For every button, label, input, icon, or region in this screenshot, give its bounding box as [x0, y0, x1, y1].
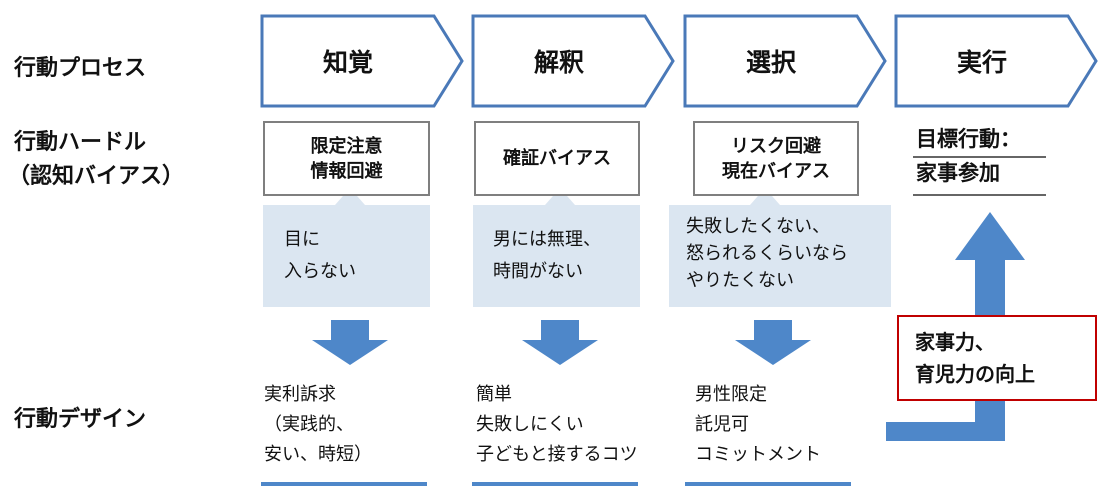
down-arrow-choice — [735, 320, 811, 365]
row-label-design: 行動デザイン — [14, 407, 147, 432]
design-line: 男性限定 — [695, 384, 767, 405]
barrier-line: 男には無理、 — [493, 229, 601, 250]
design-line: コミットメント — [695, 444, 821, 465]
barrier-line: 入らない — [284, 261, 356, 282]
goal-line: 目標行動： — [916, 127, 1021, 151]
chevron-interpretation — [471, 14, 675, 108]
design-line: 託児可 — [695, 414, 749, 435]
barrier-line: 目に — [284, 229, 320, 250]
design-text-interpretation: 簡単 失敗しにくい 子どもと接するコツ — [476, 380, 638, 470]
design-line: 実利訴求 — [264, 384, 336, 405]
design-line: 安い、時短） — [264, 444, 372, 465]
barrier-line: やりたくない — [686, 270, 794, 291]
down-arrow-interpretation — [522, 320, 598, 365]
hurdle-text: 情報回避 — [310, 160, 383, 182]
chevron-execution — [894, 14, 1098, 108]
goal-text: 目標行動： 家事参加 — [916, 122, 1021, 190]
hurdle-box-choice: リスク回避 現在バイアス — [693, 121, 859, 196]
stage-label-choice: 選択 — [745, 48, 796, 77]
barrier-line: 時間がない — [493, 261, 583, 282]
design-text-perception: 実利訴求 （実践的、 安い、時短） — [264, 380, 372, 470]
hurdle-text: リスク回避 — [731, 135, 821, 157]
row-label-hurdle: 行動ハードル — [14, 130, 147, 155]
chevron-choice — [683, 14, 887, 108]
barrier-text-choice: 失敗したくない、 怒られるくらいなら やりたくない — [686, 213, 848, 294]
design-line: 簡単 — [476, 384, 512, 405]
stage-label-perception: 知覚 — [322, 48, 373, 77]
down-arrow-perception — [312, 320, 388, 365]
barrier-text-interpretation: 男には無理、 時間がない — [493, 224, 601, 288]
goal-line: 家事参加 — [916, 161, 1000, 185]
design-line: 失敗しにくい — [476, 414, 584, 435]
result-line: 育児力の向上 — [915, 362, 1035, 386]
row-label-process: 行動プロセス — [14, 56, 147, 81]
hurdle-text: 確証バイアス — [503, 148, 611, 169]
result-line: 家事力、 — [915, 330, 995, 354]
stage-label-interpretation: 解釈 — [533, 48, 584, 77]
chevron-perception — [260, 14, 464, 108]
stage-label-execution: 実行 — [956, 48, 1007, 77]
barrier-bubble-perception — [263, 188, 430, 307]
barrier-line: 怒られるくらいなら — [686, 243, 848, 264]
hurdle-box-perception: 限定注意 情報回避 — [263, 121, 430, 196]
design-line: （実践的、 — [264, 414, 354, 435]
design-line: 子どもと接するコツ — [476, 444, 638, 465]
design-text-choice: 男性限定 託児可 コミットメント — [695, 380, 821, 470]
barrier-bubble-interpretation — [473, 188, 640, 307]
hurdle-box-interpretation: 確証バイアス — [474, 121, 640, 196]
row-label-hurdle-sub: （認知バイアス） — [8, 164, 185, 189]
hurdle-text: 現在バイアス — [722, 160, 830, 182]
barrier-bubble-choice — [669, 188, 891, 307]
barrier-line: 失敗したくない、 — [686, 216, 830, 237]
result-box: 家事力、 育児力の向上 — [897, 315, 1097, 401]
hurdle-text: 限定注意 — [310, 135, 383, 157]
barrier-text-perception: 目に 入らない — [284, 224, 356, 288]
